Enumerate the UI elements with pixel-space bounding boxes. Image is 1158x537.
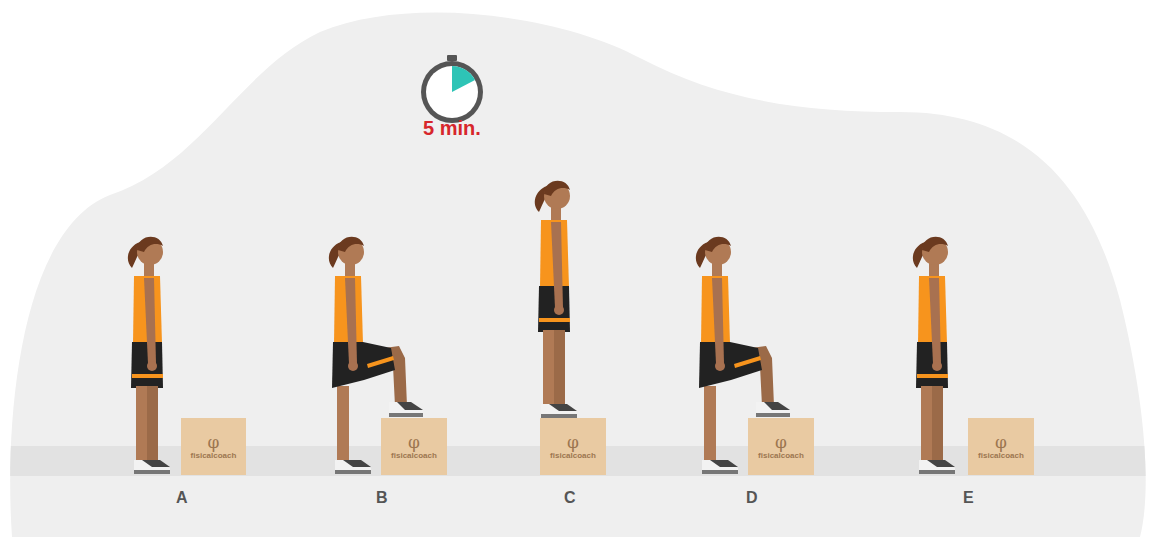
background-blob [10,13,1146,537]
plyo-box: φfisicalcoach [968,418,1034,475]
duration-label: 5 min. [423,117,481,140]
plyo-box: φfisicalcoach [381,418,447,475]
box-logo: φ [775,433,787,451]
athlete-standing [128,237,170,474]
box-logo: φ [208,433,220,451]
step-letter: D [746,489,758,507]
step-letter: E [963,489,974,507]
box-brand: fisicalcoach [978,451,1024,461]
athlete-step-up [329,237,423,474]
step-letter: C [564,489,576,507]
box-brand: fisicalcoach [550,451,596,461]
plyo-box: φfisicalcoach [540,418,606,475]
stopwatch-icon [421,55,483,123]
athlete-standing [913,237,955,474]
athlete-on-box [535,181,577,418]
box-brand: fisicalcoach [191,451,237,461]
athlete-step-down [696,237,790,474]
box-logo: φ [567,433,579,451]
step-letter: A [176,489,188,507]
step-letter: B [376,489,388,507]
plyo-box: φfisicalcoach [181,418,246,475]
box-brand: fisicalcoach [391,451,437,461]
plyo-box: φfisicalcoach [748,418,814,475]
box-logo: φ [408,433,420,451]
box-brand: fisicalcoach [758,451,804,461]
box-logo: φ [995,433,1007,451]
